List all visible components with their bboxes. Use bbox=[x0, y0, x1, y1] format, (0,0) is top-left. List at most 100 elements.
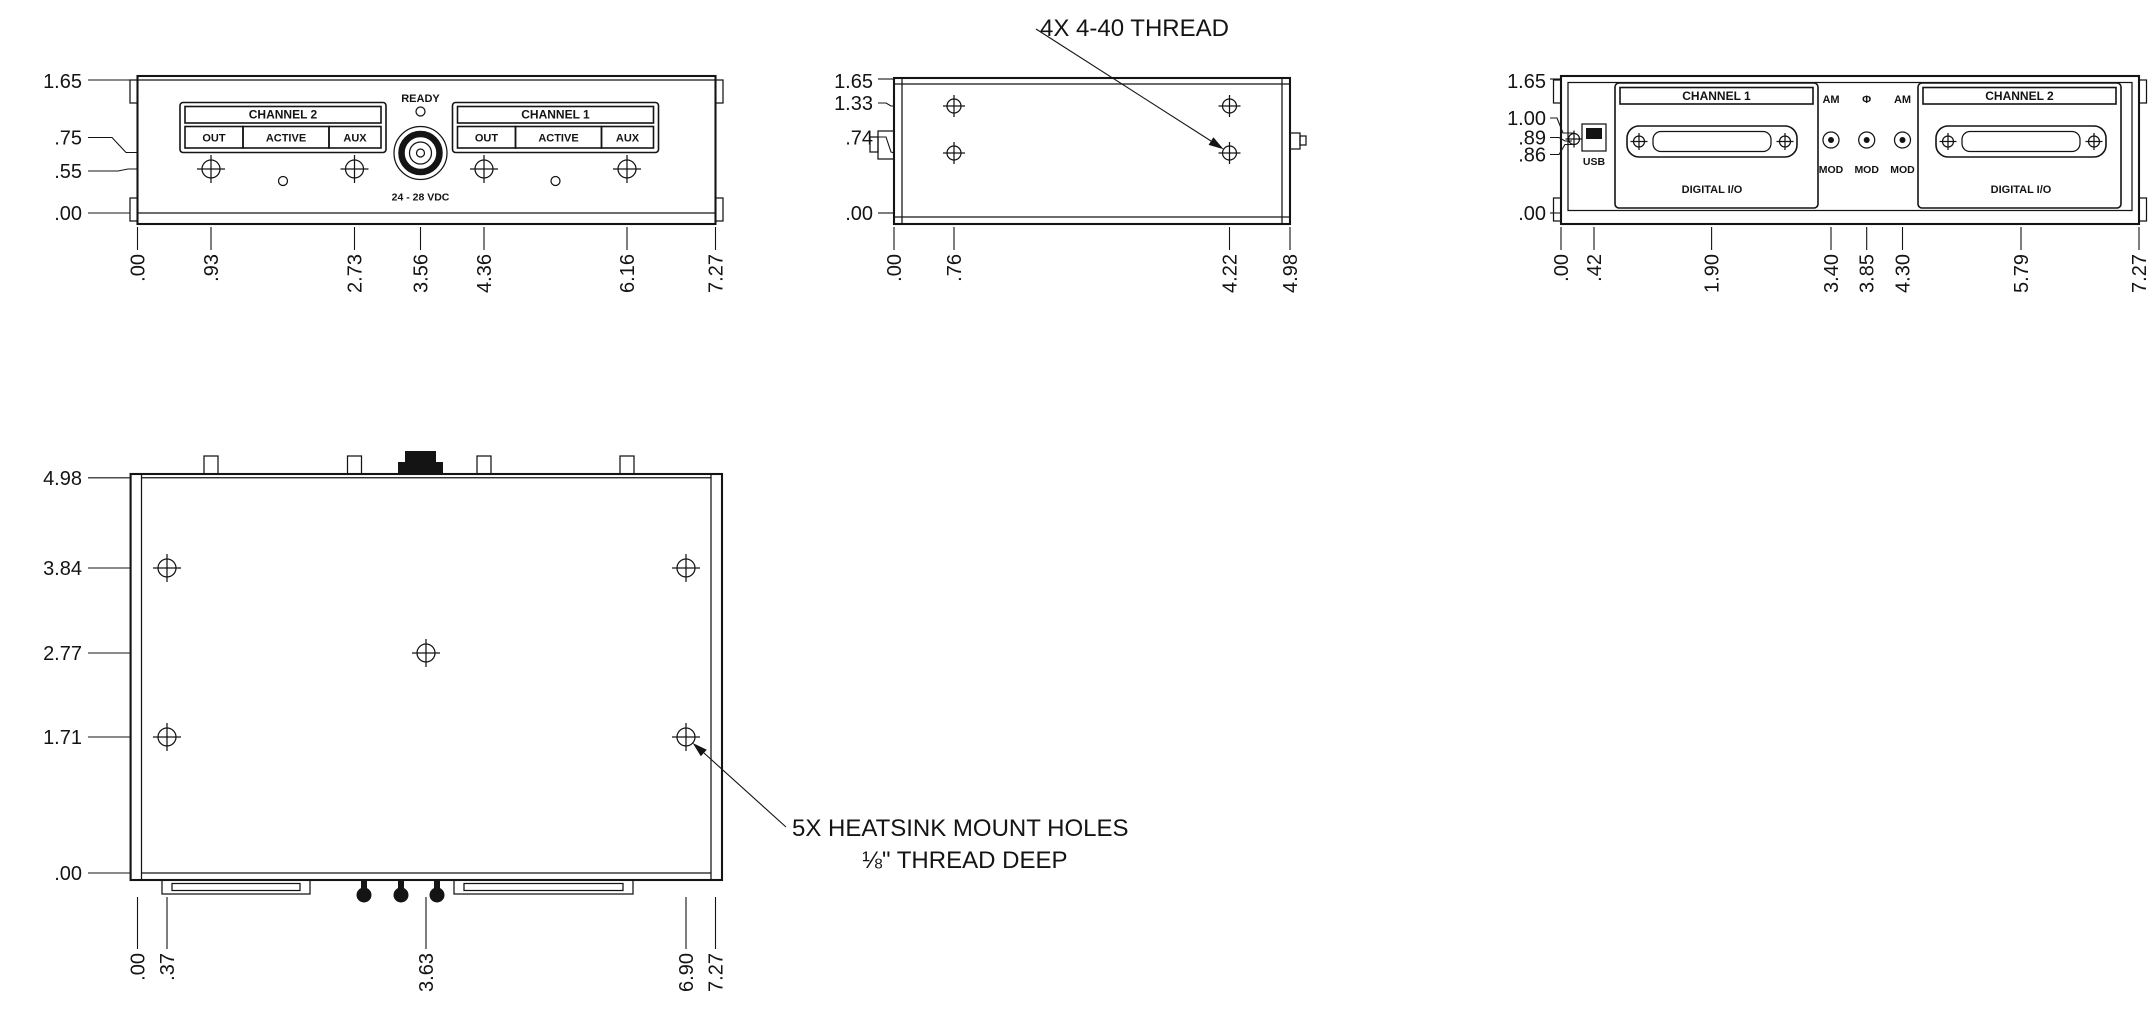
corner-tab bbox=[1552, 197, 1562, 222]
dim-label: 1.65 bbox=[834, 71, 873, 93]
sma-jack-profile bbox=[346, 455, 363, 475]
panel-box bbox=[451, 101, 660, 154]
dim-label: 7.27 bbox=[2129, 254, 2151, 293]
usb-profile bbox=[1289, 132, 1301, 150]
heatsink-callout-line2: ⅛" THREAD DEEP bbox=[862, 847, 1067, 874]
sma-jack-icon bbox=[1828, 137, 1834, 143]
sma-jack-icon bbox=[612, 154, 642, 184]
callout-leader bbox=[1035, 28, 1212, 142]
dim-label: .00 bbox=[1518, 203, 1546, 225]
thread-hole-icon bbox=[942, 94, 966, 118]
aux-label: AUX bbox=[343, 133, 367, 145]
mod-label: MOD bbox=[1854, 164, 1879, 176]
dim-leader bbox=[1550, 117, 1574, 134]
dim-label: .75 bbox=[54, 128, 82, 150]
dim-label: .76 bbox=[944, 254, 966, 282]
dim-label: 4.98 bbox=[43, 468, 82, 490]
sma-jack-profile bbox=[476, 455, 492, 475]
dim-label: 1.65 bbox=[43, 71, 82, 93]
screw-hole-icon bbox=[2084, 132, 2104, 151]
dim-label: 1.71 bbox=[43, 727, 82, 749]
screw-hole-icon bbox=[1629, 132, 1649, 151]
dim-label: 2.77 bbox=[43, 643, 82, 665]
header-box bbox=[456, 105, 655, 124]
sma-jack-icon bbox=[469, 154, 499, 184]
dim-label: 3.85 bbox=[1857, 254, 1879, 293]
usb-profile bbox=[1299, 135, 1307, 146]
dim-leader bbox=[878, 102, 894, 107]
sma-jack-icon bbox=[196, 154, 226, 184]
thread-hole-icon bbox=[1217, 94, 1242, 118]
sma-jack-icon bbox=[1822, 131, 1840, 149]
dim-label: 4.22 bbox=[1220, 254, 1242, 293]
mod-jacks-cluster: AM Φ AM MOD MOD MOD bbox=[1819, 94, 1915, 176]
cell-box bbox=[600, 125, 655, 149]
power-connector-icon bbox=[393, 125, 448, 181]
corner-tab bbox=[2138, 197, 2148, 222]
corner-tab bbox=[129, 79, 139, 104]
panel-box bbox=[1917, 82, 2122, 209]
dim-label: .86 bbox=[1518, 145, 1546, 167]
am-label: AM bbox=[1822, 94, 1839, 106]
header-box bbox=[184, 105, 382, 124]
heatsink-callout-line1: 5X HEATSINK MOUNT HOLES bbox=[792, 815, 1129, 842]
led-indicator-icon bbox=[277, 175, 289, 187]
dim-label: 1.90 bbox=[1702, 254, 1724, 293]
dim-label: 3.56 bbox=[411, 254, 433, 293]
thread-callout: 4X 4-40 THREAD bbox=[1040, 15, 1229, 42]
dim-label: .00 bbox=[845, 203, 873, 225]
chassis-outline bbox=[136, 74, 717, 226]
channel1-panel: CHANNEL 1 OUT ACTIVE AUX bbox=[451, 101, 660, 187]
power-label: 24 - 28 VDC bbox=[392, 192, 450, 204]
power-connector-profile bbox=[398, 451, 443, 474]
panel-box bbox=[179, 101, 387, 154]
leader-arrowhead bbox=[1208, 137, 1224, 150]
thread-hole-icon bbox=[942, 141, 966, 165]
channel2-connector: CHANNEL 2 DIGITAL I/O bbox=[1917, 82, 2122, 209]
dim-label: 5.79 bbox=[2011, 254, 2033, 293]
dim-label: 6.90 bbox=[676, 953, 698, 992]
dim-label: .00 bbox=[1551, 254, 1573, 282]
ready-label: READY bbox=[401, 93, 440, 105]
panel-box bbox=[1614, 82, 1819, 209]
screw-hole-icon bbox=[1775, 132, 1795, 151]
am-label: AM bbox=[1894, 94, 1911, 106]
power-plug-profile bbox=[877, 130, 895, 160]
heatsink-hole-icon bbox=[152, 722, 182, 752]
sma-jack-icon bbox=[339, 154, 370, 184]
dim-label: .37 bbox=[157, 953, 179, 981]
phase-label: Φ bbox=[1862, 94, 1871, 106]
dsub-profile bbox=[161, 879, 311, 895]
dim-label: .42 bbox=[1584, 254, 1606, 282]
channel1-connector: CHANNEL 1 DIGITAL I/O bbox=[1614, 82, 1819, 209]
channel1-title: CHANNEL 1 bbox=[1682, 89, 1751, 103]
header-box bbox=[1922, 86, 2117, 105]
dim-label: 7.27 bbox=[706, 254, 728, 293]
callout-leader bbox=[703, 752, 787, 828]
channel2-title: CHANNEL 2 bbox=[249, 108, 318, 122]
sma-jack-icon bbox=[1858, 131, 1876, 149]
usb-port-icon bbox=[1581, 123, 1607, 152]
corner-tab bbox=[2138, 79, 2148, 104]
dim-leader bbox=[1550, 143, 1572, 156]
corner-tab bbox=[129, 197, 139, 222]
corner-tab bbox=[714, 197, 724, 222]
usb-port-icon bbox=[1586, 128, 1602, 139]
dim-label: 6.16 bbox=[617, 254, 639, 293]
dim-label: 1.65 bbox=[1507, 71, 1546, 93]
dim-label: 3.84 bbox=[43, 558, 82, 580]
digital-io-label: DIGITAL I/O bbox=[1991, 184, 2052, 196]
sma-jack-icon bbox=[1899, 137, 1906, 143]
dsub-profile bbox=[463, 882, 624, 892]
aux-label: AUX bbox=[616, 133, 640, 145]
dsub-profile bbox=[453, 879, 634, 895]
corner-tab bbox=[1552, 79, 1562, 104]
active-label: ACTIVE bbox=[538, 133, 578, 145]
cell-box bbox=[328, 125, 382, 149]
dim-label: .00 bbox=[128, 254, 150, 282]
chassis-outline bbox=[129, 472, 724, 882]
sma-jack-icon bbox=[1893, 131, 1912, 149]
bottom-view: 5X HEATSINK MOUNT HOLES ⅛" THREAD DEEP 4… bbox=[43, 451, 1129, 992]
